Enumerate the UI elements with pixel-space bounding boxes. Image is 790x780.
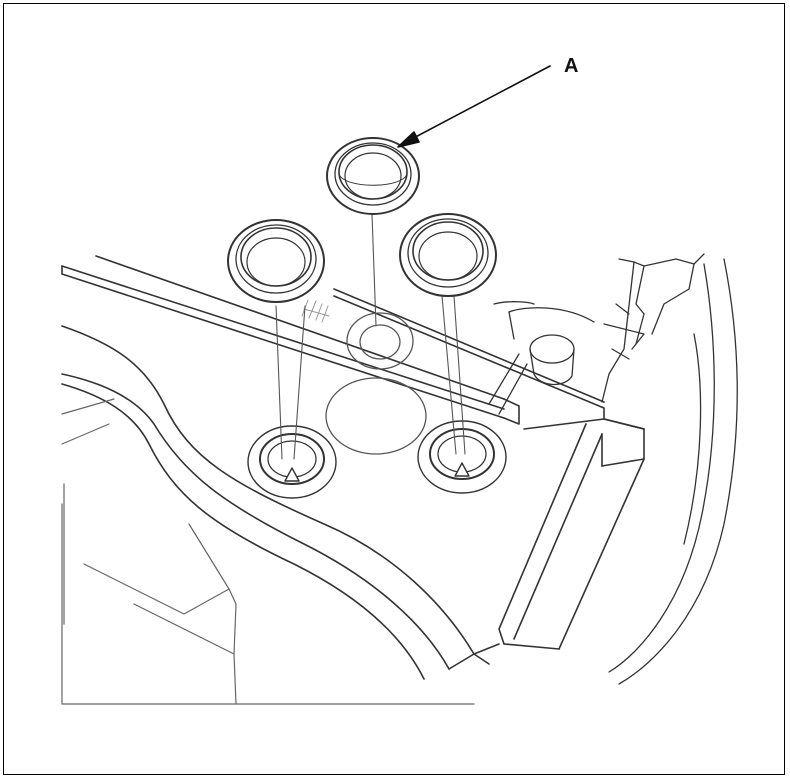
guide-lines <box>275 213 466 460</box>
right-bracket <box>498 418 645 650</box>
callout-label-a: A <box>564 55 578 77</box>
callout-arrow <box>397 65 551 148</box>
rail-top-edge <box>61 255 520 425</box>
left-interior-structure <box>61 398 475 705</box>
right-clips <box>601 253 738 685</box>
grommet-diagram: A <box>61 55 738 705</box>
grommet-top <box>326 137 420 215</box>
diagram-frame: A <box>3 3 785 775</box>
panel-marking <box>301 299 330 323</box>
panel-lower-edges <box>61 325 500 680</box>
center-hole <box>325 312 427 455</box>
mounting-hole-right <box>417 420 507 494</box>
mounting-hole-left <box>247 425 337 499</box>
grommet-left <box>227 219 325 303</box>
mount-boss <box>488 301 595 415</box>
grommet-right <box>399 213 497 297</box>
